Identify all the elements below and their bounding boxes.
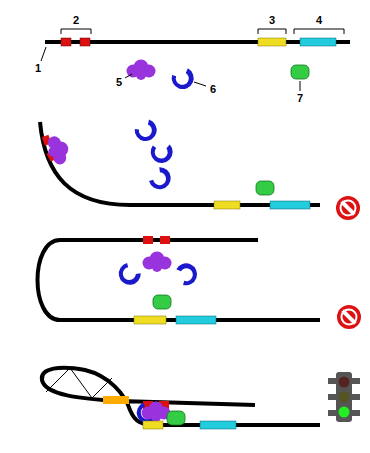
enhancer-site (80, 38, 90, 46)
mediator-crescent (149, 142, 174, 164)
callout-number: 6 (210, 84, 216, 95)
mediator-crescent (115, 261, 143, 288)
callout-number: 3 (269, 15, 275, 26)
promoter-region (134, 316, 166, 324)
insulator-site (103, 396, 129, 404)
stop-sign (337, 305, 361, 329)
polymerase-blob (256, 181, 274, 195)
polymerase-blob (153, 295, 171, 309)
stop-sign (336, 196, 360, 220)
callout-number: 5 (116, 77, 122, 88)
activator-protein (143, 252, 172, 273)
callout-number: 2 (73, 15, 79, 26)
red-lamp (339, 377, 350, 388)
bracket (294, 29, 344, 34)
callout-number: 4 (316, 15, 322, 26)
gene-region (200, 421, 236, 429)
mediator-crescent (147, 165, 174, 193)
promoter-region (143, 421, 163, 429)
mediator-crescent (174, 259, 201, 287)
callout-number: 7 (297, 93, 303, 104)
light-visor (352, 410, 360, 416)
dna-strand (42, 368, 320, 425)
traffic-light (328, 372, 360, 422)
mediator-crescent (132, 117, 161, 146)
light-visor (328, 394, 336, 400)
dna-strand (40, 122, 320, 205)
dna-strand (38, 240, 321, 320)
panel-three (38, 236, 362, 329)
callout-number: 1 (35, 63, 41, 74)
promoter-region (258, 38, 286, 46)
chromatin-contact (46, 368, 112, 398)
activator-protein (127, 60, 156, 81)
green-lamp (339, 407, 350, 418)
enhancer-site (143, 236, 153, 244)
promoter-region (214, 201, 240, 209)
panel-one (41, 29, 350, 93)
bracket (258, 29, 286, 34)
bracket (61, 29, 91, 34)
polymerase-blob (291, 65, 309, 79)
enhancer-site (160, 236, 170, 244)
amber-lamp (339, 392, 350, 403)
panel-four (42, 368, 360, 429)
panel-two (40, 117, 360, 220)
mediator-crescent (169, 66, 197, 93)
leader-line (125, 74, 132, 78)
light-housing (336, 372, 352, 422)
leader-line (194, 82, 206, 86)
activator-protein (44, 133, 73, 167)
leader-line (41, 47, 46, 61)
enhancer-site (61, 38, 71, 46)
gene-region (176, 316, 216, 324)
light-visor (352, 378, 360, 384)
light-visor (352, 394, 360, 400)
gene-region (300, 38, 336, 46)
activator-protein (142, 402, 171, 423)
light-visor (328, 410, 336, 416)
polymerase-blob (167, 411, 185, 425)
light-visor (328, 378, 336, 384)
leader-line (300, 81, 301, 91)
gene-region (270, 201, 310, 209)
